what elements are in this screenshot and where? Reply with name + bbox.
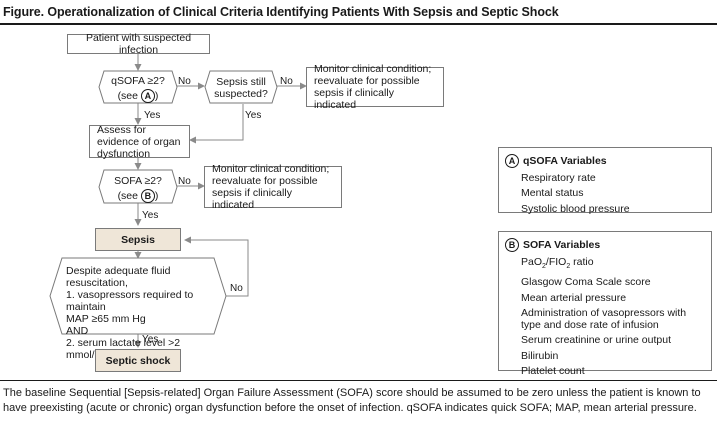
sepsis-node: Sepsis <box>95 228 181 251</box>
sofa-decision-line1: SOFA ≥2? <box>114 175 162 187</box>
sofa-see-prefix: (see <box>117 189 138 202</box>
ref-b-badge: B <box>140 189 155 203</box>
shock-decision: Despite adequate fluid resuscitation, 1.… <box>66 265 216 361</box>
septic-shock-node: Septic shock <box>95 349 181 372</box>
sepsis-suspected-decision: Sepsis still suspected? <box>206 76 276 100</box>
monitor-box-2: Monitor clinical condition; reevaluate f… <box>204 163 342 211</box>
label-no-qsofa: No <box>178 76 191 87</box>
label-yes-shock: Yes <box>142 334 159 345</box>
legend-sofa-title: B SOFA Variables <box>505 238 705 252</box>
monitor-box-1-text: Monitor clinical condition; reevaluate f… <box>314 63 432 111</box>
legend-sofa-list: PaO2/FIO2 ratio Glasgow Coma Scale score… <box>505 256 705 377</box>
monitor-box-2-text: Monitor clinical condition; reevaluate f… <box>212 163 330 211</box>
legend-qsofa-title: A qSOFA Variables <box>505 154 705 168</box>
sepsis-node-label: Sepsis <box>121 233 155 246</box>
pao2-text: PaO <box>521 256 543 268</box>
qsofa-decision-line2: (see A) <box>100 89 176 103</box>
legend-sofa-variables: B SOFA Variables PaO2/FIO2 ratio Glasgow… <box>498 231 712 377</box>
qsofa-see-prefix: (see <box>117 89 138 102</box>
figure-title: Figure. Operationalization of Clinical C… <box>3 5 559 19</box>
label-no-sofa: No <box>178 176 191 187</box>
start-node-label: Patient with suspected infection <box>85 32 192 56</box>
suspected-decision-shape <box>204 70 278 104</box>
assess-node-label: Assess for evidence of organ dysfunction <box>97 123 181 160</box>
label-yes-qsofa: Yes <box>144 110 161 121</box>
ratio-text: ratio <box>570 256 594 268</box>
start-node: Patient with suspected infection <box>67 32 210 56</box>
legend-qsofa-list: Respiratory rate Mental status Systolic … <box>505 172 705 215</box>
connector-suspected-yes <box>189 104 244 144</box>
title-rule <box>0 23 717 25</box>
qsofa-see-suffix: ) <box>154 89 159 102</box>
monitor-box-1: Monitor clinical condition; reevaluate f… <box>306 63 444 111</box>
label-no-shock: No <box>230 283 243 294</box>
pao2-subscript: 2 <box>542 263 546 271</box>
legend-sofa-item: Platelet count <box>521 364 585 377</box>
shock-decision-line1: Despite adequate fluid resuscitation, <box>66 265 171 289</box>
fio2-subscript: 2 <box>566 263 571 271</box>
figure-caption: The baseline Sequential [Sepsis-related]… <box>3 387 701 414</box>
qsofa-decision-shape <box>98 70 178 104</box>
sofa-see-suffix: ) <box>154 189 159 202</box>
legend-qsofa-variables: A qSOFA Variables Respiratory rate Menta… <box>498 147 712 215</box>
legend-sofa-item: Administration of vasopressors with type… <box>521 306 687 331</box>
qsofa-decision-line1: qSOFA ≥2? <box>111 75 165 87</box>
ref-a-badge: A <box>140 89 155 103</box>
qsofa-decision: qSOFA ≥2? (see A) <box>100 75 176 103</box>
legend-a-badge: A <box>505 154 519 168</box>
label-yes-sofa: Yes <box>142 210 159 221</box>
shock-decision-line4: AND <box>66 325 89 337</box>
legend-b-badge: B <box>505 238 519 252</box>
label-yes-suspected: Yes <box>245 110 262 121</box>
assess-node: Assess for evidence of organ dysfunction <box>89 123 190 160</box>
sofa-decision: SOFA ≥2? (see B) <box>100 175 176 203</box>
legend-sofa-item: Glasgow Coma Scale score <box>521 276 651 289</box>
shock-decision-line3: MAP ≥65 mm Hg <box>66 313 146 325</box>
legend-qsofa-item: Mental status <box>521 187 584 200</box>
shock-decision-shape <box>49 257 227 335</box>
connector-shock-no <box>184 236 249 297</box>
legend-sofa-item: Bilirubin <box>521 349 559 362</box>
shock-decision-line2: 1. vasopressors required to maintain <box>66 289 194 313</box>
label-no-suspected: No <box>280 76 293 87</box>
legend-qsofa-item: Respiratory rate <box>521 172 596 184</box>
fio2-text: /FIO <box>545 256 567 268</box>
legend-sofa-title-text: SOFA Variables <box>523 239 601 251</box>
legend-sofa-item: Serum creatinine or urine output <box>521 334 671 347</box>
legend-qsofa-title-text: qSOFA Variables <box>523 155 607 167</box>
sepsis-suspected-line1: Sepsis still <box>216 76 266 88</box>
sepsis-suspected-line2: suspected? <box>214 88 268 100</box>
legend-qsofa-item: Systolic blood pressure <box>521 202 630 215</box>
septic-shock-node-label: Septic shock <box>105 354 171 367</box>
caption-rule <box>0 380 717 381</box>
sofa-decision-line2: (see B) <box>100 189 176 203</box>
legend-sofa-item: Mean arterial pressure <box>521 291 627 304</box>
legend-sofa-item-pao2: PaO2/FIO2 ratio <box>521 256 705 273</box>
sofa-decision-shape <box>98 169 178 204</box>
